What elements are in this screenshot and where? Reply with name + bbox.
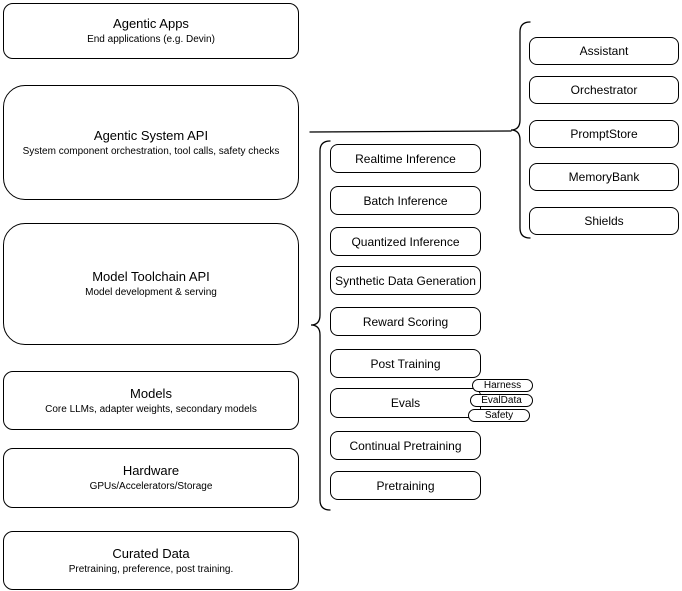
box-title: Models <box>130 385 172 401</box>
component-box-promptstore: PromptStore <box>529 120 679 148</box>
service-label: Evals <box>390 396 421 410</box>
service-box-post-training: Post Training <box>330 349 481 378</box>
box-model-toolchain-api: Model Toolchain API Model development & … <box>3 223 299 345</box>
service-label: Reward Scoring <box>362 314 449 329</box>
service-label: Realtime Inference <box>355 151 456 166</box>
service-box-continual-pretraining: Continual Pretraining <box>330 431 481 460</box>
box-subtitle: System component orchestration, tool cal… <box>22 145 280 157</box>
box-title: Model Toolchain API <box>92 269 210 284</box>
box-models: Models Core LLMs, adapter weights, secon… <box>3 371 299 430</box>
component-box-memorybank: MemoryBank <box>529 163 679 191</box>
component-label: PromptStore <box>570 127 638 141</box>
component-box-assistant: Assistant <box>529 37 679 65</box>
service-label: Pretraining <box>376 478 435 493</box>
service-label: Batch Inference <box>363 193 448 208</box>
box-title: Agentic Apps <box>113 16 189 31</box>
box-title: Hardware <box>122 463 180 478</box>
box-title: Agentic System API <box>93 127 209 143</box>
service-box-synthetic-data-generation: Synthetic Data Generation <box>330 266 481 295</box>
component-label: Shields <box>584 214 624 228</box>
tag-label: Harness <box>483 380 522 391</box>
service-box-pretraining: Pretraining <box>330 471 481 500</box>
box-agentic-system-api: Agentic System API System component orch… <box>3 85 299 200</box>
service-label: Synthetic Data Generation <box>335 273 476 288</box>
component-box-shields: Shields <box>529 207 679 235</box>
tag-label: EvalData <box>481 395 522 406</box>
service-box-batch-inference: Batch Inference <box>330 186 481 215</box>
service-label: Quantized Inference <box>351 234 460 249</box>
tag-safety: Safety <box>468 409 530 422</box>
service-box-realtime-inference: Realtime Inference <box>330 144 481 173</box>
service-box-quantized-inference: Quantized Inference <box>330 227 481 256</box>
component-label: MemoryBank <box>568 170 640 184</box>
connector-line <box>309 130 512 133</box>
tag-evaldata: EvalData <box>470 394 533 407</box>
component-label: Assistant <box>579 44 629 58</box>
box-agentic-apps: Agentic Apps End applications (e.g. Devi… <box>3 3 299 59</box>
box-subtitle: Pretraining, preference, post training. <box>68 563 234 575</box>
component-box-orchestrator: Orchestrator <box>529 76 679 104</box>
service-label: Continual Pretraining <box>349 438 462 453</box>
service-box-reward-scoring: Reward Scoring <box>330 307 481 336</box>
box-subtitle: GPUs/Accelerators/Storage <box>89 481 213 492</box>
tag-harness: Harness <box>472 379 533 392</box>
box-subtitle: End applications (e.g. Devin) <box>87 34 215 45</box>
service-label: Post Training <box>370 356 441 371</box>
box-subtitle: Core LLMs, adapter weights, secondary mo… <box>45 403 257 415</box>
box-hardware: Hardware GPUs/Accelerators/Storage <box>3 448 299 508</box>
box-subtitle: Model development & serving <box>85 287 217 298</box>
tag-label: Safety <box>484 410 514 421</box>
service-box-evals: Evals <box>330 388 481 418</box>
component-label: Orchestrator <box>570 83 638 97</box>
box-title: Curated Data <box>112 545 190 561</box>
agentic-brace <box>510 21 531 239</box>
toolchain-brace <box>310 140 331 511</box>
box-curated-data: Curated Data Pretraining, preference, po… <box>3 531 299 590</box>
